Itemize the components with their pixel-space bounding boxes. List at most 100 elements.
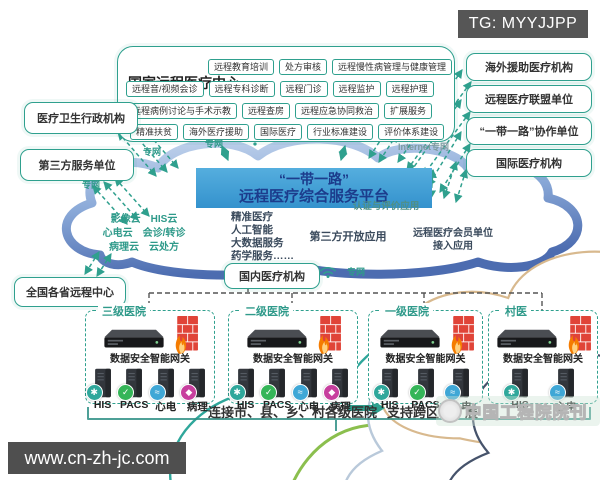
node-health-admin: 医疗卫生行政机构 <box>24 102 138 134</box>
cloud-third-party-text: 第三方开放应用 <box>309 231 387 243</box>
service-box: 海外医疗援助 <box>183 124 250 140</box>
internet-net-label: Internet专网 <box>398 142 450 152</box>
service-box: 行业标准建设 <box>307 124 374 140</box>
gateway-label: 数据安全智能网关 <box>385 354 466 365</box>
node-label: 医疗卫生行政机构 <box>37 113 125 125</box>
cloud-certification-text: 认证与评价应用 <box>352 201 420 212</box>
journal-watermark-text: 中国工程院院刊 <box>465 404 588 423</box>
cloud-line: 远程医疗会员单位 <box>413 228 493 239</box>
node-label: 全国各省远程中心 <box>26 287 114 299</box>
service-box: 远程应急协同救治 <box>295 103 380 119</box>
firewall-icon <box>565 316 591 354</box>
pacs-icon: ✓ <box>117 384 135 401</box>
firewall-icon <box>448 316 474 354</box>
node-label: 远程医疗联盟单位 <box>485 94 573 106</box>
firewall-icon <box>172 316 198 354</box>
hospital-level-label: 村医 <box>501 303 531 319</box>
system-his: ✱ HIS <box>503 368 535 414</box>
system-his: ✱ HIS <box>372 368 405 414</box>
ecg-icon: ≈ <box>549 384 566 401</box>
private-net-label: 专网 <box>82 180 101 190</box>
ecg-icon: ≈ <box>444 384 462 401</box>
his-icon: ✱ <box>228 384 246 401</box>
hospital-column-primary: 一级医院 数据安全智能网关 ✱ HIS ✓ PACS ≈ 心电 <box>368 303 483 413</box>
service-box: 远程查房 <box>242 103 291 119</box>
node-label: 海外援助医疗机构 <box>485 62 573 74</box>
node-label: 第三方服务单位 <box>38 160 116 172</box>
cloud-line: 大数据服务 <box>231 237 284 249</box>
pacs-icon: ✓ <box>260 384 278 401</box>
gateway-server-icon <box>378 328 442 350</box>
service-box: 远程监护 <box>332 81 381 97</box>
private-net-label: 专网 <box>347 267 366 277</box>
pathology-icon: ◆ <box>323 384 341 401</box>
ecg-icon: ≈ <box>148 384 166 401</box>
system-pacs: ✓ PACS <box>408 368 441 414</box>
node-label: 国内医疗机构 <box>239 271 305 283</box>
service-box: 远程慢性病管理与健康管理 <box>332 59 453 75</box>
system-ecg: ≈ 心电 <box>549 368 581 414</box>
platform-line2: 远程医疗综合服务平台 <box>238 187 389 205</box>
service-box: 远程音/视频会诊 <box>126 81 204 97</box>
hospital-column-tertiary: 三级医院 数据安全智能网关 ✱ HIS ✓ PACS ≈ 心电 ◆ 病理 <box>85 303 215 413</box>
service-box: 国际医疗 <box>254 124 303 140</box>
node-label: “一带一路”协作单位 <box>479 126 579 138</box>
cloud-line: 精准医疗 <box>231 211 273 223</box>
cloud-member-text: 远程医疗会员单位 接入应用 <box>412 227 494 253</box>
system-pathology: ◆ 病理 <box>323 368 355 414</box>
gateway-server-icon <box>245 328 309 350</box>
platform-banner: “一带一路” 远程医疗综合服务平台 <box>196 168 432 208</box>
service-box: 扩展服务 <box>384 103 433 119</box>
service-box: 远程教育培训 <box>208 59 275 75</box>
cloud-line: 药学服务…… <box>231 250 294 262</box>
journal-logo-icon <box>438 399 462 423</box>
national-center-panel: 国家远程医疗中心 远程教育培训 处方审核 远程慢性病管理与健康管理 远程音/视频… <box>117 46 455 142</box>
bottom-bracket <box>87 407 591 431</box>
system-pacs: ✓ PACS <box>117 368 149 414</box>
node-belt-road-partners: “一带一路”协作单位 <box>466 117 592 145</box>
pathology-icon: ◆ <box>180 384 198 401</box>
cloud-line: 影像云 HIS云 <box>110 214 178 225</box>
system-pathology: ◆ 病理 <box>180 368 212 414</box>
firewall-icon <box>315 316 341 354</box>
hospital-level-label: 二级医院 <box>241 303 293 319</box>
gateway-server-icon <box>495 328 559 350</box>
cloud-his-text: 影像云 HIS云 心电云 会诊/转诊 病理云 云处方 <box>88 213 200 255</box>
hospital-level-label: 一级医院 <box>381 303 433 319</box>
hospital-column-secondary: 二级医院 数据安全智能网关 ✱ HIS ✓ PACS ≈ 心电 ◆ 病理 <box>228 303 358 413</box>
hospital-distribution-links <box>148 287 543 310</box>
his-icon: ✱ <box>85 384 103 401</box>
private-net-label: 专网 <box>205 139 224 149</box>
service-box: 评价体系建设 <box>378 124 445 140</box>
gateway-label: 数据安全智能网关 <box>253 354 333 365</box>
cloud-line: 心电云 会诊/转诊 <box>102 228 186 239</box>
pacs-icon: ✓ <box>408 384 426 401</box>
hospital-level-label: 三级医院 <box>98 303 150 319</box>
caption-connect: 连接市、县、乡、村各级医院 <box>208 405 378 420</box>
node-international-orgs: 国际医疗机构 <box>466 149 592 177</box>
service-box: 远程专科诊断 <box>208 81 275 97</box>
his-icon: ✱ <box>372 384 390 401</box>
system-pacs: ✓ PACS <box>260 368 292 414</box>
cloud-line: 接入应用 <box>433 241 473 252</box>
gateway-label: 数据安全智能网关 <box>503 354 583 365</box>
node-provincial-centers: 全国各省远程中心 <box>14 277 126 307</box>
node-label: 国际医疗机构 <box>496 158 562 170</box>
cloud-line: 病理云 云处方 <box>109 242 179 253</box>
system-ecg: ≈ 心电 <box>291 368 324 414</box>
node-third-party-service: 第三方服务单位 <box>20 149 134 181</box>
system-his: ✱ HIS <box>85 368 118 414</box>
service-box: 远程护理 <box>385 81 434 97</box>
site-watermark: www.cn-zh-jc.com <box>8 442 186 474</box>
gateway-label: 数据安全智能网关 <box>110 354 190 365</box>
gateway-server-icon <box>102 328 166 350</box>
service-box: 处方审核 <box>279 59 328 75</box>
node-overseas-aid: 海外援助医疗机构 <box>466 53 592 81</box>
platform-line1: “一带一路” <box>279 170 349 187</box>
private-net-label: 专网 <box>143 147 162 157</box>
ecg-icon: ≈ <box>291 384 309 401</box>
expand-arrow-icon <box>348 400 385 416</box>
cloud-line: 人工智能 <box>231 224 273 236</box>
system-ecg: ≈ 心电 <box>148 368 181 414</box>
